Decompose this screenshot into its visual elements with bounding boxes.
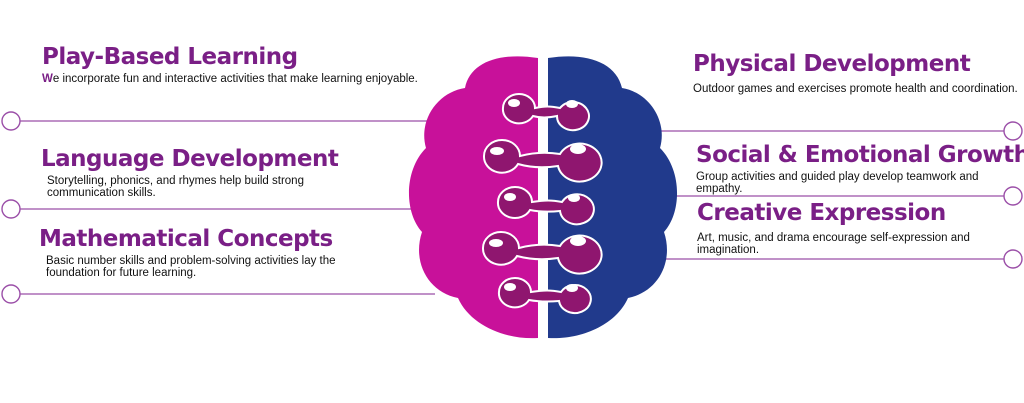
circle-language [1, 199, 21, 219]
item-title: Play-Based Learning [42, 44, 298, 70]
item-title: Social & Emotional Growth [696, 142, 1024, 168]
circle-social [1003, 186, 1023, 206]
item-social-emotional-growth: Social & Emotional Growth Group activiti… [696, 142, 1024, 195]
desc-first-letter: W [42, 73, 53, 85]
brain-left-hemisphere [408, 56, 538, 339]
brain-icon [408, 55, 678, 343]
item-creative-expression: Creative Expression Art, music, and dram… [697, 200, 997, 256]
circle-math [1, 284, 21, 304]
item-physical-development: Physical Development Outdoor games and e… [693, 51, 1021, 95]
item-description: Group activities and guided play develop… [696, 171, 979, 195]
circle-physical [1003, 121, 1023, 141]
item-description: Art, music, and drama encourage self-exp… [697, 232, 970, 256]
circle-play-based [1, 111, 21, 131]
item-description: Storytelling, phonics, and rhymes help b… [47, 175, 304, 199]
item-title: Mathematical Concepts [39, 226, 333, 252]
item-play-based-learning: Play-Based Learning We incorporate fun a… [42, 44, 442, 85]
item-title: Creative Expression [697, 200, 946, 226]
item-title: Language Development [41, 146, 339, 172]
item-title: Physical Development [693, 51, 971, 77]
item-language-development: Language Development Storytelling, phoni… [41, 146, 339, 199]
item-description: Basic number skills and problem-solving … [46, 255, 336, 279]
circle-creative [1003, 249, 1023, 269]
item-mathematical-concepts: Mathematical Concepts Basic number skill… [39, 226, 339, 279]
connector-end-circles [1, 111, 1023, 304]
item-description: Outdoor games and exercises promote heal… [693, 83, 1018, 95]
connector-lines [20, 120, 1004, 295]
lobe-highlights [489, 99, 586, 292]
desc-text: e incorporate fun and interactive activi… [52, 73, 418, 85]
item-description: We incorporate fun and interactive activ… [42, 73, 442, 85]
brain-divider [538, 55, 548, 343]
